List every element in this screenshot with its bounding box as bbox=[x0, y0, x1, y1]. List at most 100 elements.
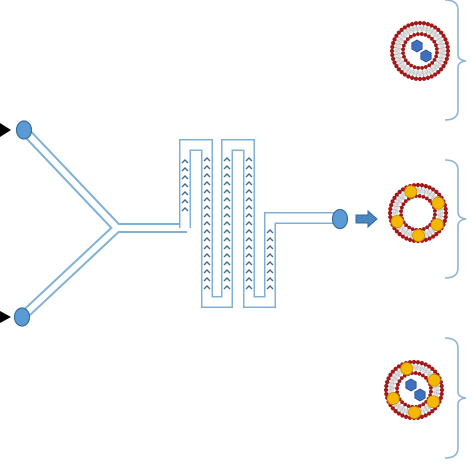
chevron-mark bbox=[245, 269, 253, 274]
lipid-head bbox=[390, 369, 395, 374]
lipid-head bbox=[443, 206, 448, 212]
chevron-mark bbox=[181, 167, 189, 172]
herringbone-mixer-chevrons bbox=[181, 157, 274, 290]
arrow-top-inlet-icon bbox=[0, 123, 11, 137]
lipid-head bbox=[423, 362, 428, 367]
lipid-head bbox=[436, 70, 441, 75]
lipid-head bbox=[423, 184, 428, 189]
chevron-mark bbox=[245, 165, 253, 170]
lipid-head bbox=[444, 56, 449, 61]
hydrophilic-cargo bbox=[414, 388, 426, 402]
lipid-head bbox=[433, 72, 438, 77]
lipid-head bbox=[396, 364, 401, 369]
chevron-mark bbox=[203, 197, 211, 202]
lipid-head bbox=[437, 192, 442, 197]
lipid-head bbox=[390, 199, 395, 204]
chevron-mark bbox=[245, 157, 253, 162]
lipid-head bbox=[403, 402, 408, 407]
lipid-head bbox=[429, 74, 434, 79]
lipid-head bbox=[443, 214, 448, 220]
chevron-mark bbox=[203, 157, 211, 162]
lipid-head bbox=[420, 65, 425, 70]
lipid-head bbox=[439, 30, 444, 35]
bracket-2 bbox=[444, 159, 467, 279]
lipid-head bbox=[406, 23, 411, 28]
lipid-head bbox=[403, 40, 408, 45]
hydrophilic-cargo bbox=[420, 49, 432, 63]
chevron-mark bbox=[223, 165, 231, 170]
chevron-mark bbox=[266, 261, 274, 266]
lipid-head bbox=[430, 60, 435, 65]
chevron-mark bbox=[223, 277, 231, 282]
lipid-head bbox=[400, 187, 405, 192]
lipid-head bbox=[396, 30, 401, 35]
lipid-head bbox=[430, 409, 435, 414]
lipid-head bbox=[410, 22, 415, 27]
bracket-1 bbox=[444, 0, 467, 121]
lipid-head bbox=[387, 210, 393, 216]
lipid-head bbox=[410, 227, 415, 232]
lipid-head bbox=[389, 203, 394, 208]
chevron-mark bbox=[245, 261, 253, 266]
liposome-hydrophilic-cargo bbox=[389, 20, 451, 82]
serpentine-channel bbox=[179, 139, 340, 308]
lipid-head bbox=[388, 206, 393, 212]
lipid-head bbox=[412, 65, 417, 70]
lipid-head bbox=[389, 48, 395, 54]
lipid-head bbox=[390, 44, 395, 50]
chevron-mark bbox=[223, 261, 231, 266]
lipid-head bbox=[427, 364, 432, 369]
chevron-mark bbox=[245, 197, 253, 202]
chevron-mark bbox=[181, 199, 189, 204]
lipid-head bbox=[445, 44, 450, 50]
liposome-dual-cargo bbox=[383, 359, 445, 421]
lipid-head bbox=[415, 32, 420, 37]
lipid-head bbox=[397, 232, 402, 237]
lipid-head bbox=[404, 236, 409, 241]
chevron-mark bbox=[203, 285, 211, 290]
liposome-membrane-cargo bbox=[387, 182, 449, 244]
lipid-head bbox=[421, 194, 426, 199]
lipid-head bbox=[432, 57, 437, 62]
chevron-mark bbox=[223, 213, 231, 218]
chevron-mark bbox=[245, 253, 253, 258]
lipid-head bbox=[436, 27, 441, 32]
lipid-head bbox=[431, 187, 436, 192]
lipid-head bbox=[386, 376, 391, 381]
chevron-mark bbox=[266, 277, 274, 282]
lipid-head bbox=[417, 371, 422, 376]
membrane-cargo bbox=[412, 229, 425, 242]
chevron-mark bbox=[223, 197, 231, 202]
lipid-head bbox=[401, 51, 406, 56]
chevron-mark bbox=[245, 181, 253, 186]
lipid-head bbox=[413, 371, 418, 375]
lipid-head bbox=[425, 22, 430, 27]
lipid-head bbox=[395, 382, 400, 387]
lipid-head bbox=[400, 400, 405, 405]
lipid-head bbox=[417, 76, 423, 82]
lipid-head bbox=[429, 389, 433, 394]
lipid-head bbox=[406, 74, 411, 79]
lipid-head bbox=[393, 366, 398, 371]
hydrophilic-cargo bbox=[411, 39, 423, 53]
chevron-mark bbox=[266, 285, 274, 290]
chevron-mark bbox=[223, 181, 231, 186]
lipid-head bbox=[429, 23, 434, 28]
lipid-head bbox=[417, 194, 422, 198]
lipid-head bbox=[415, 360, 421, 365]
lipid-head bbox=[411, 359, 417, 365]
ports bbox=[13, 120, 349, 327]
chevron-mark bbox=[223, 205, 231, 210]
chevron-mark bbox=[266, 269, 274, 274]
chevron-mark bbox=[245, 221, 253, 226]
chevron-mark bbox=[266, 253, 274, 258]
chevron-mark bbox=[223, 253, 231, 258]
lipid-head bbox=[394, 33, 399, 38]
lipid-head bbox=[412, 33, 417, 37]
chevron-mark bbox=[266, 229, 274, 234]
lipid-head bbox=[394, 64, 399, 69]
lipid-head bbox=[401, 43, 406, 48]
lipid-head bbox=[413, 21, 419, 26]
lipid-head bbox=[433, 25, 438, 30]
lipid-head bbox=[388, 214, 393, 220]
